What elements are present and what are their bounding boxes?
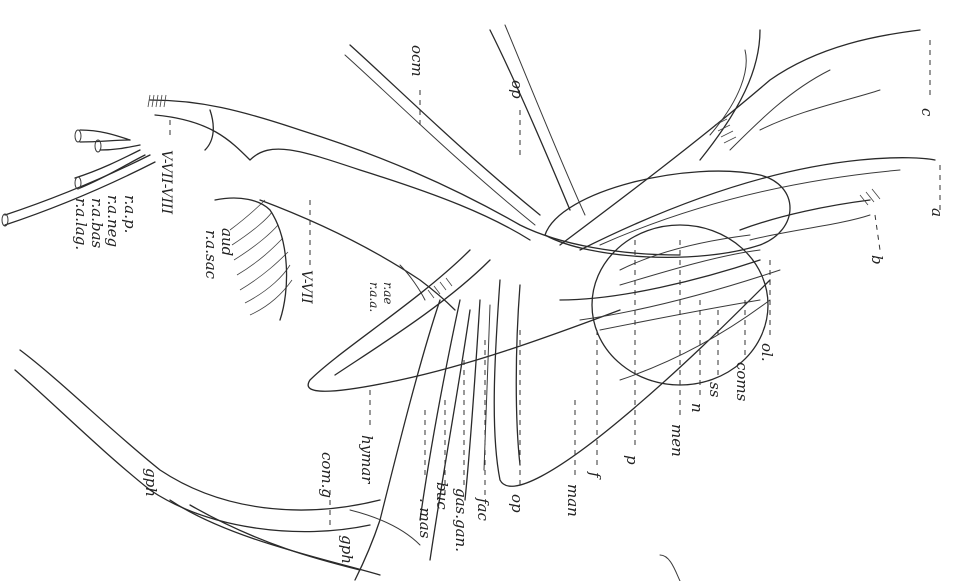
label-a: a [928, 208, 946, 217]
label-n: n [688, 403, 706, 413]
label-b: b [868, 255, 886, 265]
label-c: c [918, 108, 936, 117]
ganglion-hatch [230, 200, 292, 315]
label-op: op [508, 494, 526, 513]
root-trunk-lower [155, 115, 530, 240]
label-op-top: op [508, 80, 526, 99]
label-ocm: ocm [408, 45, 426, 77]
label-rasac: r.a.sac [202, 230, 220, 280]
label-v-vii: V-VII [298, 270, 314, 304]
label-comg: com.g [318, 452, 336, 498]
label-coms: coms [733, 362, 751, 402]
leader-lines [170, 40, 940, 530]
label-gph-left: gph [142, 468, 160, 497]
label-men: men [668, 424, 686, 457]
label-hymar: hymar [358, 435, 376, 484]
loop-inner [335, 260, 490, 375]
nerve-branch-b [740, 200, 870, 230]
root-raneg [100, 145, 140, 150]
label-mas: . mas [416, 498, 434, 539]
label-f: f [586, 471, 604, 480]
hook-mark [660, 555, 680, 581]
label-gph-right: gph [338, 535, 356, 564]
label-v-vii-viii: V-VII-VIII [158, 150, 174, 215]
label-ol: ol. [758, 343, 776, 362]
nerve-branch-upper [700, 30, 760, 160]
label-rae: r.ae [381, 282, 395, 305]
nerve-branch-c [560, 30, 920, 245]
upper-nerve-loop [545, 171, 790, 257]
root-rap [80, 130, 130, 140]
label-raa: r.a.a. [367, 282, 381, 312]
label-ss: ss [706, 382, 724, 398]
label-man: man [564, 484, 582, 517]
label-gas-gan: gas.gan. [452, 488, 470, 552]
label-buc: buc [433, 482, 451, 510]
nerve-ocm [350, 45, 540, 215]
loop-mandibular-inner [516, 285, 520, 465]
label-p: p [623, 455, 641, 465]
label-fac: fac [474, 497, 492, 521]
nerve-v-vii [260, 200, 455, 310]
label-ralag: r.a.lag. [72, 198, 90, 250]
label-rap: r.a.p. [121, 195, 139, 233]
arc-gph-inner [15, 370, 370, 532]
